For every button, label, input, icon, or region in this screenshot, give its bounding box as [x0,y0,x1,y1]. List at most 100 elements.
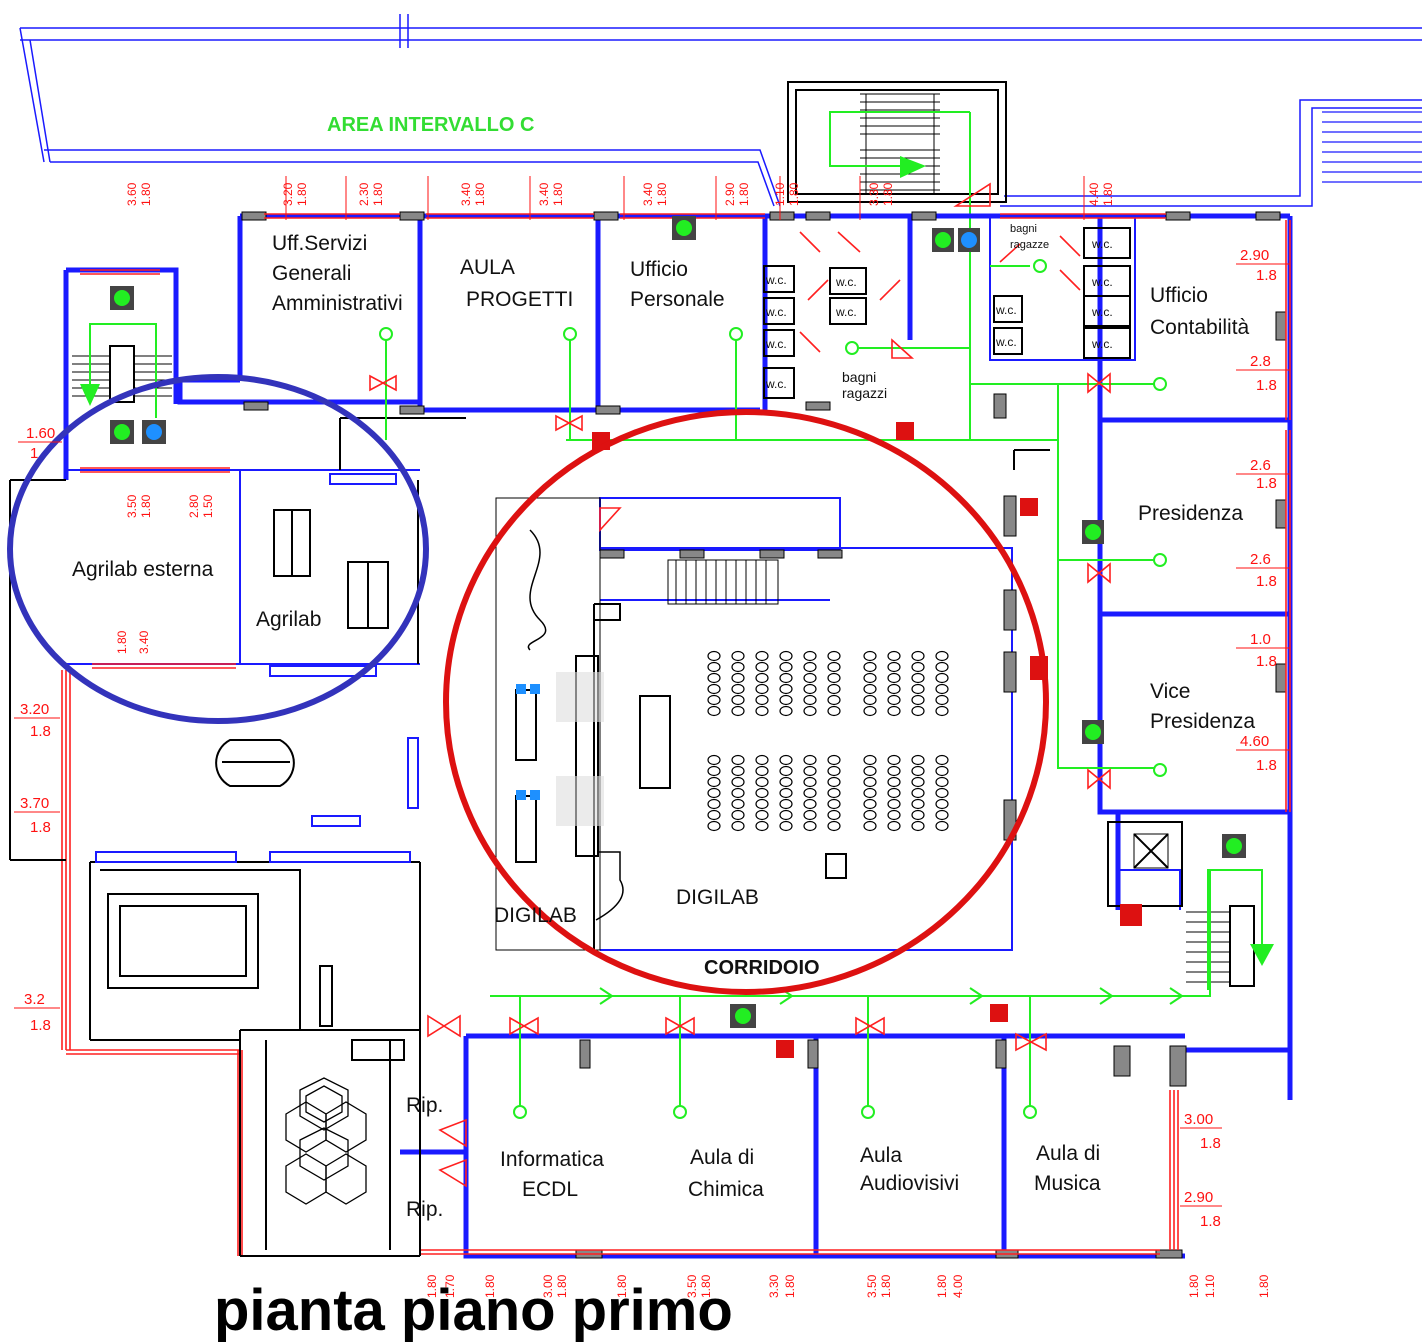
dim-vertical-label: 1.80 [1187,1274,1201,1298]
room-label-musica-2: Musica [1034,1172,1101,1195]
wc-cubicles [763,227,1131,399]
seat [755,683,769,695]
seat [707,694,721,706]
dim-vertical-label: 1.80 [737,182,751,206]
room-label-audiovisivi-2: Audiovisivi [860,1172,959,1195]
room-label-bagni-ragazzi-2: ragazzi [842,385,887,401]
seat [803,798,817,810]
room-label-ufficio-personale-2: Personale [630,288,725,311]
lobby-pattern [285,1077,367,1205]
room-label-uff-servizi-2: Generali [272,262,351,285]
room-label-ufficio-personale-1: Ufficio [630,258,688,281]
room-label-musica-1: Aula di [1036,1142,1100,1165]
seat [827,787,841,799]
room-label-informatica-2: ECDL [522,1178,578,1201]
wc-label: w.c. [835,275,857,289]
dim-right-w: 4.60 [1240,733,1269,750]
seat [863,765,877,777]
seat [731,820,745,832]
dim-vertical-label: 3.00 [541,1274,555,1298]
dim-vertical-label: 1.80 [787,182,801,206]
dim-vertical-label: 3.20 [281,182,295,206]
seat [779,798,793,810]
highlight-circle-agrilab [7,374,429,724]
seat [827,809,841,821]
seat [911,765,925,777]
dim-vertical-label: 3.40 [537,182,551,206]
right-stairwell [1186,869,1274,990]
dim-right-h: 1.8 [1200,1135,1221,1152]
dim-vertical-label: 1.80 [139,182,153,206]
wc-label: w.c. [1091,237,1113,251]
seat [863,798,877,810]
seat [779,683,793,695]
dim-vertical-label: 1.10 [1203,1274,1217,1298]
room-label-bagni-ragazze-2: ragazze [1010,239,1049,251]
seat [827,705,841,717]
seat [935,705,949,717]
seat [755,705,769,717]
seat [803,820,817,832]
seat [887,776,901,788]
seat [755,798,769,810]
seat [911,798,925,810]
seat [863,776,877,788]
dim-left-h: 1.8 [30,1017,51,1034]
seat [887,683,901,695]
room-label-bagni-ragazze-1: bagni [1010,223,1037,235]
seat [887,754,901,766]
dim-vertical-label: 4.40 [1087,182,1101,206]
seat [911,661,925,673]
highlight-circle-digilab [443,409,1049,995]
room-label-vice-presidenza-1: Vice [1150,680,1190,703]
seat [707,705,721,717]
dim-lines-left [14,441,62,1009]
room-label-aula-progetti-1: AULA [460,256,515,279]
seat [755,694,769,706]
seat [827,672,841,684]
seat [707,672,721,684]
wc-label: w.c. [765,273,787,287]
seat [863,809,877,821]
seat [935,672,949,684]
room-label-chimica-1: Aula di [690,1146,754,1169]
seat [731,705,745,717]
room-label-agrilab: Agrilab [256,608,321,631]
door-swings [369,182,1111,1188]
seat [935,787,949,799]
dim-left-h: 1 [30,445,38,462]
dim-vertical-label: 1.80 [655,182,669,206]
dim-vertical-label: 1.80 [1257,1274,1271,1298]
dim-right-h: 1.8 [1256,377,1277,394]
seat [935,650,949,662]
seat [755,765,769,777]
fire-markers [592,422,1142,1058]
dim-left-w: 1.60 [26,425,55,442]
seat [731,798,745,810]
seat [803,683,817,695]
seat [911,754,925,766]
dim-vertical-label: 1.80 [551,182,565,206]
seat [707,661,721,673]
seat [779,650,793,662]
seat [935,776,949,788]
seat [755,809,769,821]
room-label-aula-progetti-2: PROGETTI [466,288,573,311]
top-stairwell [787,81,1007,440]
seat [803,809,817,821]
dim-right-h: 1.8 [1200,1213,1221,1230]
seat [755,672,769,684]
seat [707,787,721,799]
seat [779,754,793,766]
exit-markers [110,216,1246,1028]
seat [863,661,877,673]
room-label-contabilita-1: Ufficio [1150,284,1208,307]
dim-vertical-label: 3.40 [137,630,151,654]
dim-right-w: 2.8 [1250,353,1271,370]
seat [827,754,841,766]
seat [887,661,901,673]
dim-vertical-label: 1.80 [699,1274,713,1298]
seat [731,650,745,662]
